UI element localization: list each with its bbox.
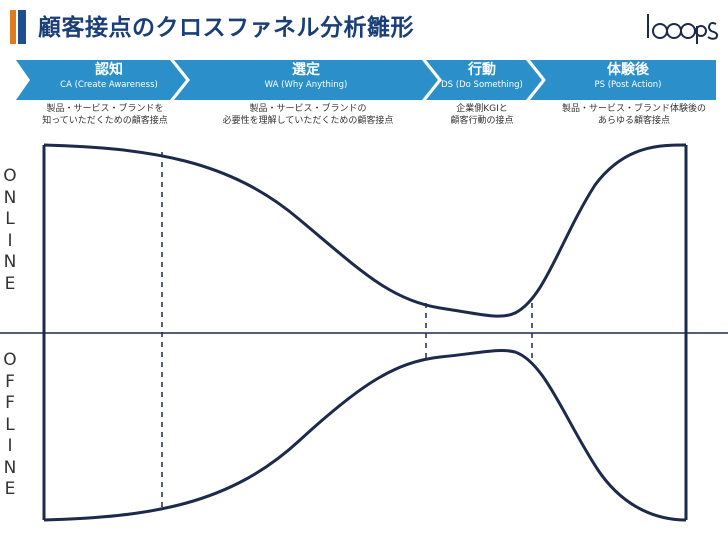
offline-letter: L xyxy=(5,414,15,435)
title-accent-orange xyxy=(10,10,16,44)
stage-name: 行動 xyxy=(468,62,496,78)
stage-description-awareness: 製品・サービス・ブランドを 知っていただくための顧客接点 xyxy=(42,104,168,126)
stage-name: 選定 xyxy=(292,62,320,78)
online-letter: N xyxy=(3,252,17,272)
offline-letter: O xyxy=(3,350,17,370)
stage-arrow-selection[interactable] xyxy=(174,60,438,100)
offline-letter: I xyxy=(7,436,13,456)
stage-code: CA (Create Awareness) xyxy=(60,80,158,90)
stage-code: DS (Do Something) xyxy=(441,80,523,90)
stage-label-awareness: 認知 CA (Create Awareness) xyxy=(34,62,184,91)
online-letter: N xyxy=(3,187,17,208)
stage-code: PS (Post Action) xyxy=(594,80,662,90)
stage-description-action: 企業側KGIと 顧客行動の接点 xyxy=(450,104,514,126)
offline-letter: F xyxy=(5,393,15,413)
stage-name: 認知 xyxy=(95,62,123,78)
stage-arrow-action[interactable] xyxy=(426,60,542,100)
stage-label-post-action: 体験後 PS (Post Action) xyxy=(548,62,708,91)
title-accent-bar xyxy=(10,10,26,44)
offline-letter: F xyxy=(5,371,15,392)
stage-label-action: 行動 DS (Do Something) xyxy=(434,62,530,91)
offline-letter: N xyxy=(3,457,17,478)
online-letter: E xyxy=(4,273,16,294)
online-letter: L xyxy=(5,209,15,229)
funnel-bottom-curve xyxy=(43,349,687,522)
online-letter: O xyxy=(3,166,17,186)
page-title: 顧客接点のクロスファネル分析雛形 xyxy=(38,15,414,41)
online-letter: I xyxy=(7,230,13,251)
stage-header xyxy=(16,60,716,100)
stage-name: 体験後 xyxy=(607,62,649,78)
stage-description-selection: 製品・サービス・ブランドの 必要性を理解していただくための顧客接点 xyxy=(222,104,394,126)
stage-arrow-post-action[interactable] xyxy=(530,60,716,100)
offline-label: O F F L I N E xyxy=(0,350,20,501)
stage-description-post-action: 製品・サービス・ブランド体験後の あらゆる顧客接点 xyxy=(561,104,706,126)
offline-letter: E xyxy=(4,479,16,499)
stage-code: WA (Why Anything) xyxy=(264,80,348,90)
online-label: O N L I N E xyxy=(0,166,20,295)
stage-arrow-awareness[interactable] xyxy=(16,60,186,100)
stage-label-selection: 選定 WA (Why Anything) xyxy=(196,62,416,91)
title-accent-blue xyxy=(18,10,26,44)
company-logo: 1000ps xyxy=(647,14,719,44)
funnel-top-curve xyxy=(43,143,687,318)
